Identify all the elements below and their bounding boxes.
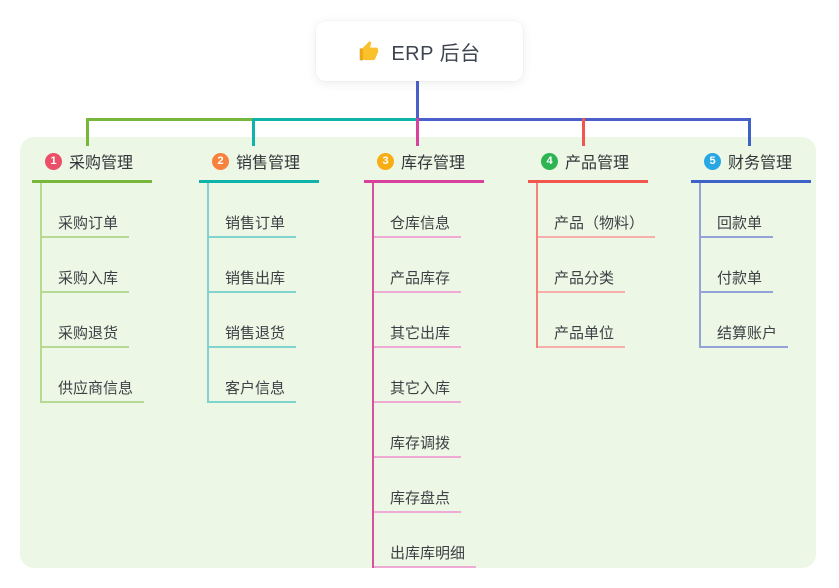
leaf-node[interactable]: 产品分类 bbox=[538, 238, 626, 293]
branch-children: 仓库信息产品库存其它出库其它入库库存调拨库存盘点出库库明细 bbox=[372, 183, 484, 568]
branch-4: 4 产品管理产品（物料） 产品分类产品单位 bbox=[528, 149, 656, 348]
branch-children: 产品（物料） 产品分类产品单位 bbox=[536, 183, 656, 348]
leaf-label: 出库库明细 bbox=[390, 545, 466, 562]
leaf-node[interactable]: 库存盘点 bbox=[374, 458, 462, 513]
leaf-label: 客户信息 bbox=[225, 380, 286, 397]
branch-index-badge: 4 bbox=[541, 152, 558, 170]
leaf-node[interactable]: 产品单位 bbox=[538, 293, 626, 348]
leaf-label: 回款单 bbox=[717, 215, 763, 232]
branch-children: 销售订单销售出库销售退货客户信息 bbox=[207, 183, 319, 403]
branch-children: 采购订单采购入库采购退货供应商信息 bbox=[40, 183, 152, 403]
root-title: ERP 后台 bbox=[391, 42, 481, 65]
leaf-label: 销售退货 bbox=[225, 325, 286, 342]
branch-label: 财务管理 bbox=[728, 155, 793, 172]
leaf-node[interactable]: 其它入库 bbox=[374, 348, 462, 403]
connector-line bbox=[86, 118, 89, 146]
branch-node[interactable]: 4 产品管理 bbox=[528, 149, 649, 183]
branch-1: 1 采购管理采购订单采购入库采购退货供应商信息 bbox=[32, 149, 153, 403]
branch-node[interactable]: 5 财务管理 bbox=[691, 149, 812, 183]
leaf-label: 销售订单 bbox=[225, 215, 286, 232]
leaf-node[interactable]: 销售出库 bbox=[209, 238, 297, 293]
leaf-node[interactable]: 结算账户 bbox=[701, 293, 789, 348]
branch-3: 3 库存管理仓库信息产品库存其它出库其它入库库存调拨库存盘点出库库明细 bbox=[364, 149, 485, 568]
branch-node[interactable]: 3 库存管理 bbox=[364, 149, 485, 183]
leaf-node[interactable]: 销售退货 bbox=[209, 293, 297, 348]
thumbs-up-icon bbox=[360, 40, 379, 60]
branches-panel bbox=[20, 137, 816, 568]
leaf-node[interactable]: 付款单 bbox=[701, 238, 774, 293]
leaf-node[interactable]: 客户信息 bbox=[209, 348, 297, 403]
leaf-node[interactable]: 仓库信息 bbox=[374, 183, 462, 238]
leaf-label: 结算账户 bbox=[717, 325, 778, 342]
leaf-label: 供应商信息 bbox=[58, 380, 134, 397]
leaf-label: 其它入库 bbox=[390, 380, 451, 397]
branch-index-badge: 1 bbox=[45, 152, 62, 170]
root-node[interactable]: ERP 后台 bbox=[316, 21, 523, 81]
branch-node[interactable]: 1 采购管理 bbox=[32, 149, 153, 183]
leaf-node[interactable]: 采购订单 bbox=[42, 183, 130, 238]
leaf-node[interactable]: 产品库存 bbox=[374, 238, 462, 293]
leaf-node[interactable]: 采购退货 bbox=[42, 293, 130, 348]
branch-node[interactable]: 2 销售管理 bbox=[199, 149, 320, 183]
leaf-node[interactable]: 销售订单 bbox=[209, 183, 297, 238]
leaf-label: 产品单位 bbox=[554, 325, 615, 342]
leaf-label: 其它出库 bbox=[390, 325, 451, 342]
branch-index-badge: 2 bbox=[212, 152, 229, 170]
connector-line bbox=[582, 118, 585, 146]
branch-5: 5 财务管理回款单付款单结算账户 bbox=[691, 149, 812, 348]
branch-2: 2 销售管理销售订单销售出库销售退货客户信息 bbox=[199, 149, 320, 403]
leaf-label: 产品分类 bbox=[554, 270, 615, 287]
leaf-label: 采购订单 bbox=[58, 215, 119, 232]
branch-label: 产品管理 bbox=[565, 155, 630, 172]
branch-label: 库存管理 bbox=[401, 155, 466, 172]
leaf-node[interactable]: 其它出库 bbox=[374, 293, 462, 348]
connector-line bbox=[252, 118, 419, 121]
leaf-node[interactable]: 回款单 bbox=[701, 183, 774, 238]
leaf-label: 付款单 bbox=[717, 270, 763, 287]
leaf-label: 库存调拨 bbox=[390, 435, 451, 452]
leaf-label: 采购入库 bbox=[58, 270, 119, 287]
leaf-label: 产品库存 bbox=[390, 270, 451, 287]
leaf-label: 仓库信息 bbox=[390, 215, 451, 232]
branch-children: 回款单付款单结算账户 bbox=[699, 183, 811, 348]
branch-label: 采购管理 bbox=[69, 155, 134, 172]
branch-index-badge: 5 bbox=[704, 152, 721, 170]
connector-line bbox=[86, 118, 255, 121]
connector-line bbox=[416, 118, 419, 146]
leaf-label: 采购退货 bbox=[58, 325, 119, 342]
leaf-node[interactable]: 库存调拨 bbox=[374, 403, 462, 458]
leaf-label: 库存盘点 bbox=[390, 490, 451, 507]
connector-line bbox=[748, 118, 751, 146]
connector-line bbox=[252, 118, 255, 146]
leaf-node[interactable]: 出库库明细 bbox=[374, 513, 477, 568]
branch-label: 销售管理 bbox=[236, 155, 301, 172]
branch-index-badge: 3 bbox=[377, 152, 394, 170]
connector-line bbox=[416, 81, 419, 121]
leaf-label: 销售出库 bbox=[225, 270, 286, 287]
leaf-node[interactable]: 采购入库 bbox=[42, 238, 130, 293]
leaf-label: 产品（物料） bbox=[554, 215, 645, 232]
leaf-node[interactable]: 供应商信息 bbox=[42, 348, 145, 403]
leaf-node[interactable]: 产品（物料） bbox=[538, 183, 656, 238]
